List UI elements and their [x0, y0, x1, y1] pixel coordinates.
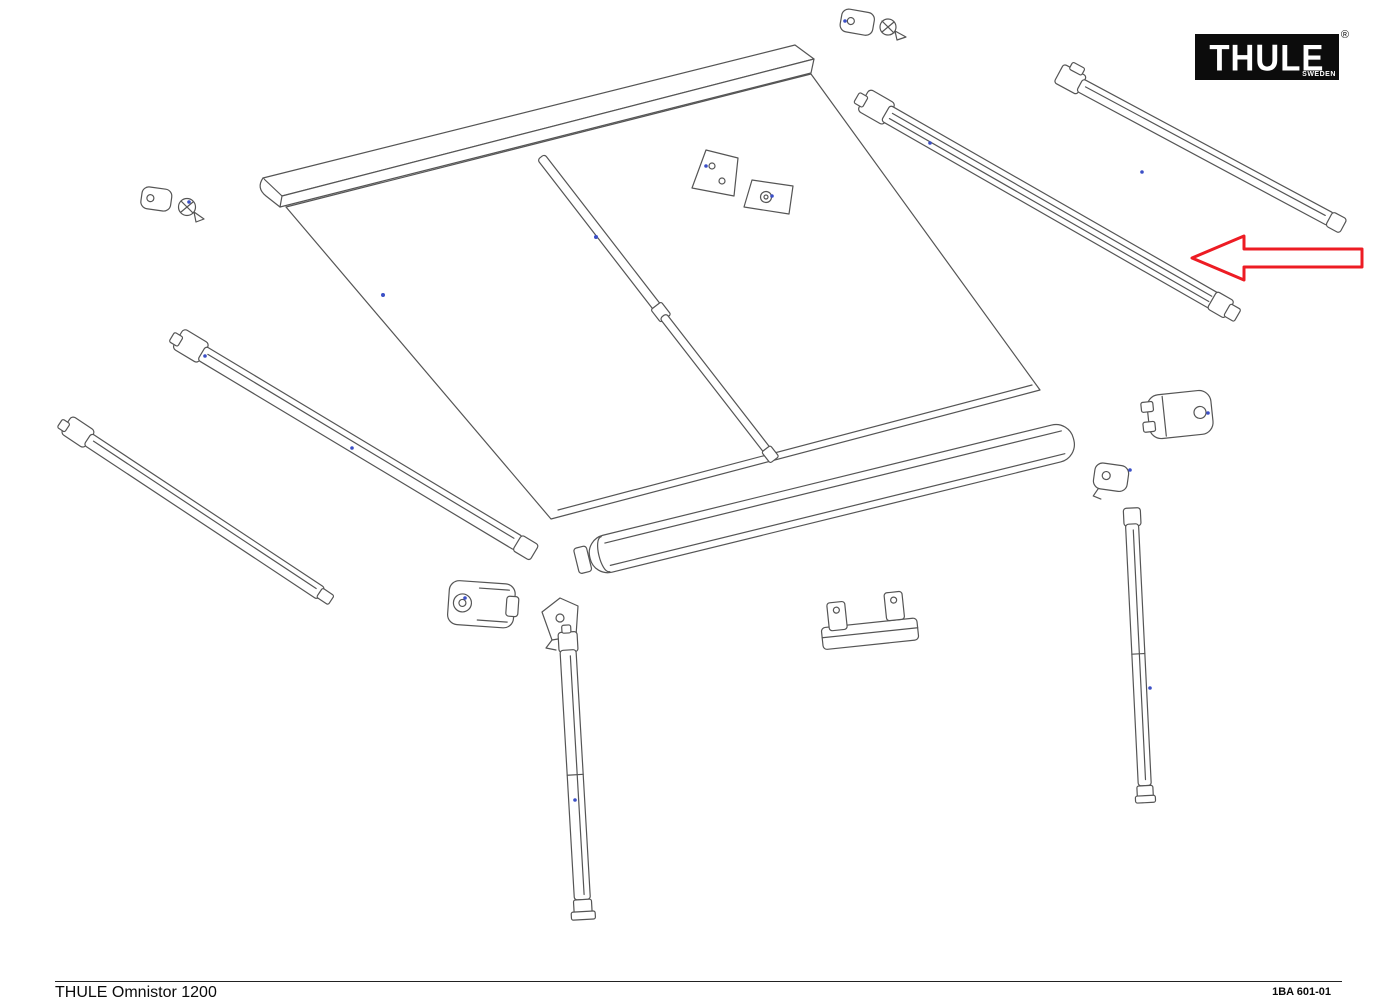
support-leg-right — [1122, 507, 1157, 804]
support-leg-left — [557, 624, 597, 921]
reference-dots — [187, 19, 1210, 802]
footer-divider — [55, 981, 1342, 982]
thule-logo-text: THULE — [1209, 36, 1325, 78]
thule-logo-sub: SWEDEN — [1302, 71, 1336, 78]
wall-bracket — [820, 590, 920, 650]
screw-top — [879, 18, 907, 41]
part-code: 1BA 601-01 — [1272, 986, 1331, 998]
rafter-arm — [538, 154, 779, 463]
clamp-bracket-right — [1092, 462, 1130, 500]
diagram-title: THULE Omnistor 1200 — [55, 984, 217, 1000]
thule-logo: THULE SWEDEN ® — [1194, 29, 1349, 80]
mounting-bracket-b — [743, 179, 794, 215]
roller-tube — [573, 423, 1075, 574]
registered-mark: ® — [1340, 29, 1349, 41]
support-rail-right-lower — [853, 89, 1241, 322]
end-cap-left — [140, 186, 173, 212]
support-rail-right-upper — [1054, 62, 1347, 233]
roller-end-bracket — [1140, 389, 1214, 440]
mounting-bracket-a — [691, 149, 739, 197]
screw-left — [177, 197, 205, 223]
support-rail-left-lower — [57, 416, 335, 605]
pointer-arrow — [1190, 234, 1364, 282]
gear-end-cap — [447, 580, 520, 629]
awning-fabric — [285, 73, 1041, 520]
lead-rail-profile — [259, 44, 815, 208]
thule-logo-box: THULE SWEDEN — [1194, 34, 1339, 80]
end-cap-top — [839, 8, 875, 36]
support-rail-left-upper — [169, 329, 539, 561]
